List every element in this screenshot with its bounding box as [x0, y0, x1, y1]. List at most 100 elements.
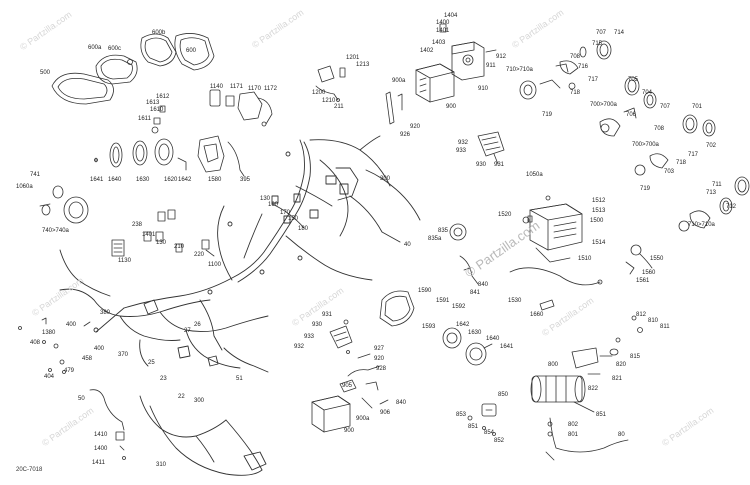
part-number-label: 717	[688, 152, 699, 158]
voltage-regulator-lower-part	[329, 319, 353, 349]
part-number-label: 27	[184, 328, 191, 334]
part-number-label: 1213	[356, 62, 370, 68]
part-number-label: 711	[712, 182, 722, 188]
part-number-label: 708	[654, 126, 665, 132]
part-number-label: 900a	[392, 78, 406, 84]
lamp-1610-part	[151, 105, 166, 134]
part-number-label: 1514	[592, 240, 606, 246]
fuse-box-part	[415, 63, 455, 103]
battery-strap-part	[346, 350, 381, 391]
part-number-label: 404	[44, 374, 55, 380]
part-number-label: 801	[568, 432, 579, 438]
part-number-label: 1170	[248, 86, 261, 92]
part-number-label: 707	[596, 30, 607, 36]
part-number-label: 1403	[432, 40, 446, 46]
part-number-label: 850	[498, 392, 509, 398]
part-number-label: 800	[548, 362, 559, 368]
switch-1410-part	[115, 431, 126, 460]
ecu-module-part	[527, 195, 583, 263]
part-number-label: 900	[344, 428, 355, 434]
part-number-label: 1613	[146, 100, 160, 106]
part-number-label: 220	[194, 252, 205, 258]
headlight-assembly-mid-part	[599, 76, 657, 137]
diagram-code: 20C-7018	[16, 467, 43, 473]
sensor-1550-part	[625, 244, 653, 275]
part-number-label: 600b	[152, 30, 166, 36]
part-number-label: 822	[588, 386, 599, 392]
part-number-label: 906	[380, 410, 391, 416]
part-number-label: 704	[642, 90, 653, 96]
part-number-label: 40	[404, 242, 411, 248]
part-number-label: 600	[186, 48, 197, 54]
connector-812-part	[609, 315, 643, 356]
part-number-label: 920	[374, 356, 385, 362]
part-number-label: 160	[268, 202, 279, 208]
headlight-assembly-lower-part	[634, 114, 716, 176]
switch-cluster-part	[209, 89, 273, 127]
part-number-label: 741	[30, 172, 41, 178]
part-number-label: 815	[630, 354, 641, 360]
fuse-1660-part	[539, 299, 555, 311]
part-number-label: 1642	[456, 322, 470, 328]
sensor-1520-part	[522, 216, 530, 224]
part-number-label: 706	[626, 112, 637, 118]
connector-bracket-part	[315, 65, 346, 102]
part-number-label: 852	[494, 438, 505, 444]
part-number-label: 458	[82, 356, 93, 362]
part-number-label: 928	[376, 366, 387, 372]
part-number-label: 1660	[530, 312, 544, 318]
part-number-label: 1530	[508, 298, 522, 304]
part-number-label: 1200	[312, 90, 326, 96]
part-number-label: 1580	[208, 177, 222, 183]
part-number-label: 933	[304, 334, 315, 340]
part-number-label: 22	[178, 394, 185, 400]
part-number-label: 835a	[428, 236, 442, 242]
mounting-strap-part	[385, 91, 403, 125]
part-number-label: 1642	[178, 177, 192, 183]
part-number-label: 851	[596, 412, 607, 418]
part-number-label: 1561	[636, 278, 650, 284]
part-number-label: 1400	[94, 446, 108, 452]
part-number-label: 900	[446, 104, 457, 110]
part-number-label: 926	[400, 132, 411, 138]
part-number-label: 1590	[418, 288, 432, 294]
part-number-label: 1400	[436, 20, 450, 26]
part-number-label: 1560	[642, 270, 656, 276]
part-number-label: 1172	[264, 86, 277, 92]
part-number-label: 835	[438, 228, 449, 234]
part-number-label: 1591	[436, 298, 450, 304]
part-number-label: 701	[692, 104, 703, 110]
part-number-label: 1210	[322, 98, 336, 104]
part-number-label: 1593	[422, 324, 436, 330]
part-number-label: 1550	[650, 256, 664, 262]
headlight-assembly-right-part	[519, 40, 612, 100]
part-number-label: 705	[628, 77, 639, 83]
part-number-label: 1630	[136, 177, 150, 183]
part-number-label: 300	[194, 398, 205, 404]
part-number-label: 1513	[592, 208, 606, 214]
horn-wire-part	[449, 223, 479, 285]
part-number-label: 811	[660, 324, 670, 330]
part-number-label: 1592	[452, 304, 466, 310]
headlight-assembly-bottom-part	[678, 176, 750, 232]
part-number-label: 400	[66, 322, 77, 328]
part-number-label: 408	[30, 340, 41, 346]
part-number-label: 1050a	[526, 172, 543, 178]
part-number-label: 400	[94, 346, 105, 352]
winch-mount-part	[571, 347, 613, 375]
main-wiring-harness-part	[95, 135, 421, 333]
part-number-label: 1612	[156, 94, 170, 100]
part-number-label: 717	[588, 77, 599, 83]
part-number-label: 911	[486, 63, 496, 69]
part-number-label: 1100	[208, 262, 221, 268]
part-number-label: 710>710a	[688, 222, 715, 228]
part-number-label: 900a	[356, 416, 370, 422]
part-number-label: 930	[476, 162, 487, 168]
part-number-label: 180	[298, 226, 309, 232]
part-number-label: 1380	[42, 330, 56, 336]
part-number-label: 170	[280, 210, 291, 216]
part-number-label: 51	[236, 376, 243, 382]
part-number-label: 932	[294, 344, 305, 350]
